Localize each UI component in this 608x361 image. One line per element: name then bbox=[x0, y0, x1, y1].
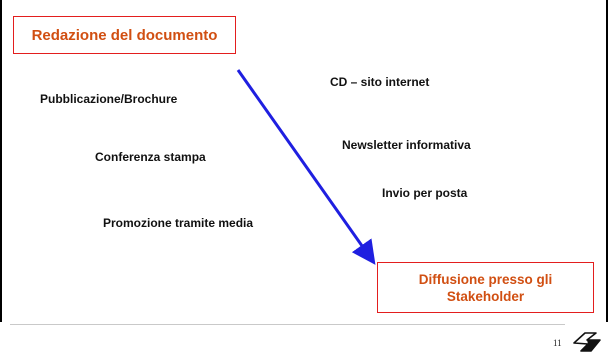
source-box-label: Redazione del documento bbox=[31, 26, 218, 44]
channel-promozione: Promozione tramite media bbox=[103, 216, 254, 230]
logo-icon bbox=[573, 332, 601, 352]
target-box-line2: Stakeholder bbox=[446, 288, 525, 304]
channel-pubblicazione: Pubblicazione/Brochure bbox=[40, 92, 178, 106]
slide-right-border bbox=[606, 0, 608, 322]
slide-left-border bbox=[0, 0, 2, 322]
footer-divider bbox=[10, 324, 565, 325]
target-box: Diffusione presso gli Stakeholder bbox=[377, 262, 594, 313]
target-box-line1: Diffusione presso gli bbox=[418, 271, 553, 287]
source-box: Redazione del documento bbox=[13, 16, 236, 54]
channel-invio-posta: Invio per posta bbox=[382, 186, 468, 200]
flow-arrow-line bbox=[236, 69, 376, 265]
channel-conferenza: Conferenza stampa bbox=[95, 150, 206, 164]
page-number: 11 bbox=[553, 338, 562, 348]
channel-cd-sito: CD – sito internet bbox=[330, 75, 430, 89]
channel-newsletter: Newsletter informativa bbox=[342, 138, 471, 152]
